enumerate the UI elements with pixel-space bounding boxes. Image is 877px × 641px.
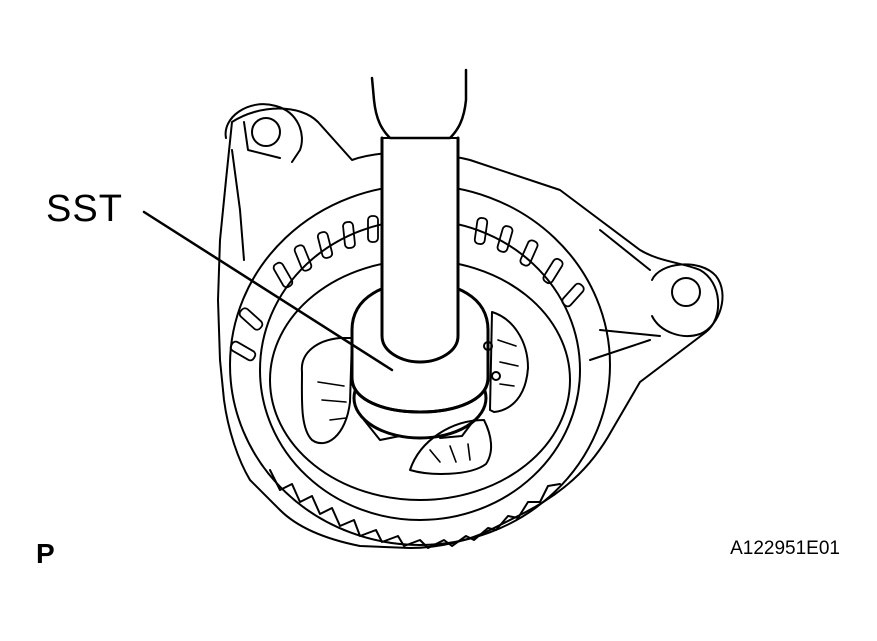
figure-code: A122951E01 bbox=[730, 538, 840, 559]
sst-label: SST bbox=[46, 188, 123, 230]
right-mounting-ear bbox=[651, 263, 724, 337]
bottom-teeth bbox=[269, 469, 561, 549]
rear-segment-left bbox=[300, 337, 353, 445]
fan-slots bbox=[229, 215, 585, 362]
sst-shaft-top bbox=[370, 68, 468, 140]
rear-segment-right bbox=[489, 311, 529, 413]
right-mount-hole bbox=[671, 277, 701, 307]
sst-shaft bbox=[380, 136, 460, 364]
upper-mount-hole bbox=[251, 117, 281, 147]
corner-mark: P bbox=[36, 538, 55, 569]
upper-mounting-ear bbox=[224, 103, 303, 163]
sst-leader-line bbox=[142, 210, 394, 372]
